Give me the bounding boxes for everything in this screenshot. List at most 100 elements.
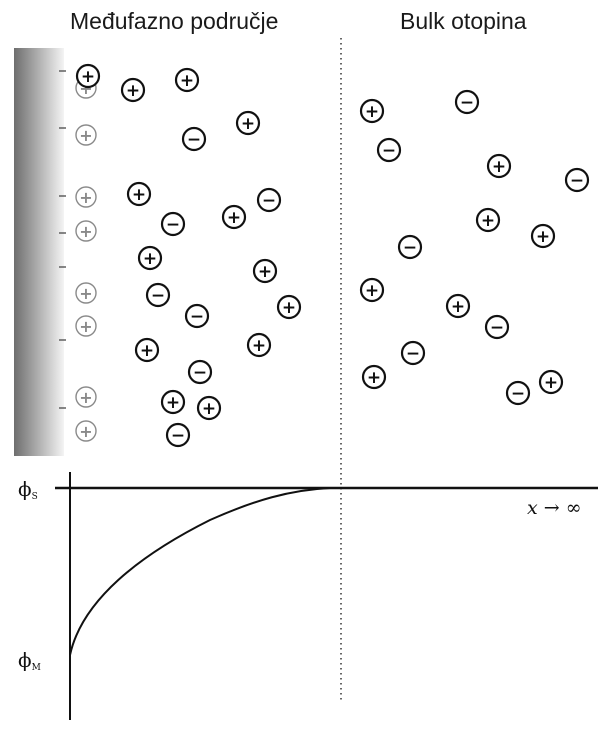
- cation-circle: [486, 153, 512, 179]
- anion-sign: −: [570, 171, 584, 191]
- cation-circle: [538, 369, 564, 395]
- cation-circle: [160, 389, 186, 415]
- anion-sign: −: [382, 141, 396, 161]
- cation-circle: [137, 245, 163, 271]
- anion-sign: −: [262, 191, 276, 211]
- anion: −: [145, 282, 171, 308]
- anion: −: [187, 359, 213, 385]
- cation-sign: +: [241, 114, 255, 134]
- anion: −: [160, 211, 186, 237]
- anion: −: [505, 380, 531, 406]
- anion-sign: −: [511, 384, 525, 404]
- electrode-charge: +: [75, 186, 97, 208]
- anion-circle: [184, 303, 210, 329]
- anion-sign: −: [190, 307, 204, 327]
- cation-sign: +: [227, 208, 241, 228]
- cation: +: [134, 337, 160, 363]
- cation: +: [137, 245, 163, 271]
- cation-circle: [530, 223, 556, 249]
- anion-circle: [187, 359, 213, 385]
- x-axis-label: x → ∞: [527, 497, 582, 519]
- bulk-ions: +−−+−++−++−−+−+: [359, 89, 590, 406]
- cation-sign: +: [282, 298, 296, 318]
- anion: −: [454, 89, 480, 115]
- cation-circle: [196, 395, 222, 421]
- cation-circle: [252, 258, 278, 284]
- cation-sign: +: [126, 81, 140, 101]
- electrode-charge-circle: [75, 386, 97, 408]
- anion: −: [181, 126, 207, 152]
- electrode-charge: +: [75, 124, 97, 146]
- cation: +: [75, 63, 101, 89]
- cation: +: [221, 204, 247, 230]
- anion: −: [256, 187, 282, 213]
- electrode-charge-circle: [75, 315, 97, 337]
- cation-sign: +: [365, 102, 379, 122]
- electrode-surface: [14, 48, 64, 456]
- electrode-charge-sign: +: [79, 126, 92, 145]
- cation-sign: +: [544, 373, 558, 393]
- cation-sign: +: [143, 249, 157, 269]
- electrode-charge-circle: [75, 124, 97, 146]
- anion-circle: [400, 340, 426, 366]
- cation-sign: +: [481, 211, 495, 231]
- interphase-region-title: Međufazno područje: [70, 8, 279, 34]
- electrode-charges: ++++++++: [75, 77, 97, 442]
- electrode-charge-sign: +: [79, 388, 92, 407]
- cation: +: [475, 207, 501, 233]
- metal-potential-label: ϕM: [18, 648, 41, 673]
- cation: +: [235, 110, 261, 136]
- anion: −: [400, 340, 426, 366]
- anion: −: [376, 137, 402, 163]
- anion-circle: [397, 234, 423, 260]
- cation-sign: +: [81, 67, 95, 87]
- anion-circle: [454, 89, 480, 115]
- anion-circle: [505, 380, 531, 406]
- anion-circle: [484, 314, 510, 340]
- cation: +: [359, 277, 385, 303]
- electrode-tick-marks: [59, 70, 66, 409]
- anion-circle: [160, 211, 186, 237]
- anion-sign: −: [403, 238, 417, 258]
- cation: +: [126, 181, 152, 207]
- cation-circle: [174, 67, 200, 93]
- electrode-charge-sign: +: [79, 422, 92, 441]
- anion-circle: [145, 282, 171, 308]
- cation-sign: +: [180, 71, 194, 91]
- electrode-charge: +: [75, 315, 97, 337]
- phi-symbol: ϕ: [18, 648, 32, 672]
- cation-circle: [359, 277, 385, 303]
- anion-circle: [256, 187, 282, 213]
- cation-sign: +: [140, 341, 154, 361]
- electrode-charge: +: [75, 420, 97, 442]
- cation-circle: [276, 294, 302, 320]
- electrode-charge: +: [75, 282, 97, 304]
- anion-sign: −: [490, 318, 504, 338]
- cation-circle: [126, 181, 152, 207]
- anion-sign: −: [460, 93, 474, 113]
- cation: +: [530, 223, 556, 249]
- bulk-solution-title: Bulk otopina: [400, 8, 527, 34]
- cation-circle: [475, 207, 501, 233]
- cation: +: [246, 332, 272, 358]
- cation-circle: [75, 63, 101, 89]
- cation-circle: [221, 204, 247, 230]
- anion-sign: −: [166, 215, 180, 235]
- cation-circle: [445, 293, 471, 319]
- phi-subscript: S: [31, 492, 38, 502]
- cation: +: [160, 389, 186, 415]
- electrode-charge: +: [75, 386, 97, 408]
- cation-sign: +: [365, 281, 379, 301]
- cation: +: [196, 395, 222, 421]
- anion: −: [165, 422, 191, 448]
- cation: +: [486, 153, 512, 179]
- anion-circle: [564, 167, 590, 193]
- cation-sign: +: [166, 393, 180, 413]
- electrode-charge-circle: [75, 186, 97, 208]
- anion-circle: [165, 422, 191, 448]
- solution-potential-label: ϕS: [18, 477, 38, 502]
- cation: +: [359, 98, 385, 124]
- phi-subscript: M: [31, 663, 41, 673]
- electrode-charge: +: [75, 220, 97, 242]
